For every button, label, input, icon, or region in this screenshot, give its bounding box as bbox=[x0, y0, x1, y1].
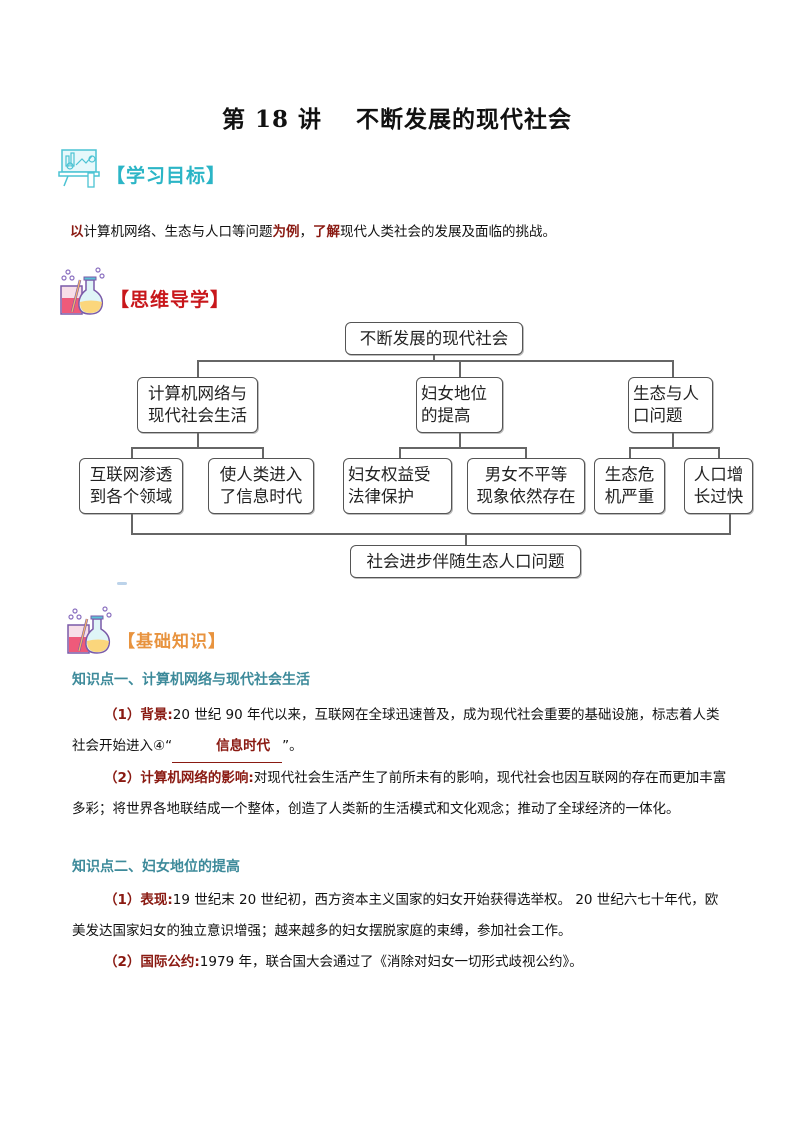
connector bbox=[672, 360, 674, 377]
connector bbox=[131, 447, 263, 449]
connector bbox=[399, 447, 526, 449]
connector bbox=[197, 433, 199, 447]
connector bbox=[433, 355, 435, 361]
goals-text: 以计算机网络、生态与人口等问题为例，了解现代人类社会的发展及面临的挑战。 bbox=[70, 224, 556, 240]
connector bbox=[629, 447, 631, 458]
keyword: 为例 bbox=[272, 224, 300, 240]
page-title: 第 18 讲 不断发展的现代社会 bbox=[0, 100, 794, 134]
knowledge-item: （2）国际公约:1979 年，联合国大会通过了《消除对妇女一切形式歧视公约》。 bbox=[104, 954, 583, 970]
connector bbox=[262, 447, 264, 458]
connector bbox=[629, 447, 719, 449]
connector bbox=[465, 533, 467, 545]
lesson-number: 第 18 讲 bbox=[221, 106, 323, 133]
connector bbox=[672, 433, 674, 447]
keyword: 以 bbox=[70, 224, 84, 240]
knowledge-item: （1）背景:20 世纪 90 年代以来，互联网在全球迅速普及，成为现代社会重要的… bbox=[72, 700, 722, 763]
answer-blank: 信息时代 bbox=[172, 731, 283, 763]
connector bbox=[459, 433, 461, 447]
mindmap-leaf-node: 人口增 长过快 bbox=[684, 458, 753, 514]
connector bbox=[718, 447, 720, 458]
knowledge-item: （1）表现:19 世纪末 20 世纪初，西方资本主义国家的妇女开始获得选举权。 … bbox=[72, 892, 719, 939]
mindmap-leaf-node: 妇女权益受 法律保护 bbox=[343, 458, 452, 514]
mindmap-branch-node: 计算机网络与 现代社会生活 bbox=[137, 377, 258, 433]
mindmap-root-node: 不断发展的现代社会 bbox=[345, 322, 523, 355]
mindmap-heading: 【思维导学】 bbox=[110, 289, 231, 311]
connector bbox=[131, 533, 731, 535]
connector bbox=[459, 360, 461, 377]
mindmap-branch-node: 妇女地位 的提高 bbox=[416, 377, 503, 433]
mindmap-branch-node: 生态与人 口问题 bbox=[628, 377, 713, 433]
mindmap-leaf-node: 男女不平等 现象依然存在 bbox=[467, 458, 585, 514]
knowledge-item: （2）计算机网络的影响:对现代社会生活产生了前所未有的影响，现代社会也因互联网的… bbox=[72, 770, 727, 817]
mindmap-leaf-node: 生态危 机严重 bbox=[594, 458, 665, 514]
connector bbox=[399, 447, 401, 458]
decorative-mark bbox=[117, 582, 127, 585]
lab-flasks-icon bbox=[58, 266, 106, 322]
mindmap-conclusion-node: 社会进步伴随生态人口问题 bbox=[350, 545, 581, 578]
mindmap-leaf-node: 互联网渗透 到各个领域 bbox=[79, 458, 183, 514]
knowledge-point-title: 知识点二、妇女地位的提高 bbox=[72, 859, 240, 875]
lab-flasks-icon bbox=[65, 605, 113, 661]
keyword: 了解 bbox=[313, 224, 340, 240]
mindmap-leaf-node: 使人类进入 了信息时代 bbox=[208, 458, 314, 514]
connector bbox=[131, 514, 133, 533]
connector bbox=[525, 447, 527, 458]
connector bbox=[131, 447, 133, 458]
lesson-topic: 不断发展的现代社会 bbox=[356, 106, 573, 133]
knowledge-point-title: 知识点一、计算机网络与现代社会生活 bbox=[72, 672, 310, 688]
goals-heading: 【学习目标】 bbox=[106, 165, 227, 187]
connector bbox=[729, 514, 731, 533]
connector bbox=[197, 360, 673, 362]
connector bbox=[197, 360, 199, 377]
basics-heading: 【基础知识】 bbox=[118, 632, 226, 652]
presentation-board-icon bbox=[58, 147, 102, 193]
